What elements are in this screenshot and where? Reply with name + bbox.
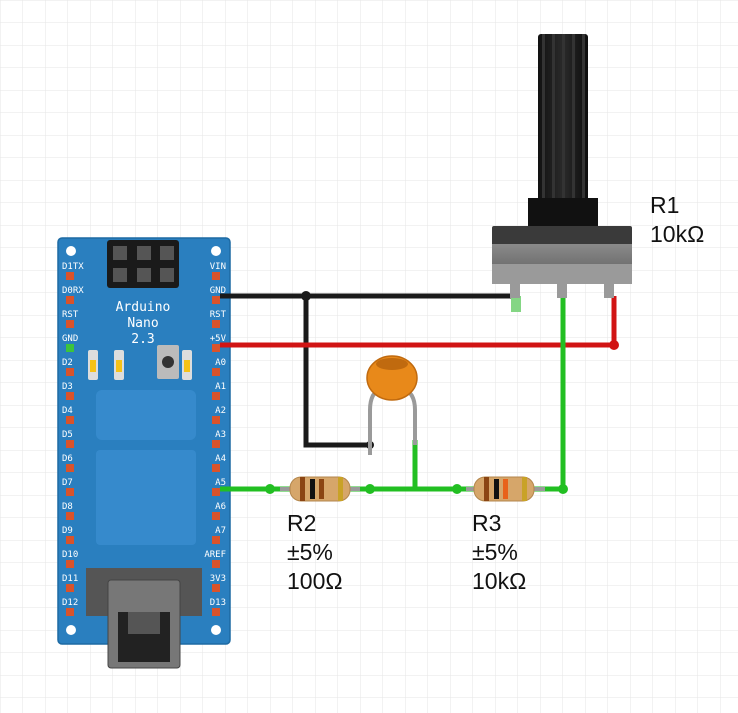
pin-pad-right-a4 — [212, 464, 220, 472]
r1-value-label: 10kΩ — [650, 221, 704, 247]
pin-pad-left-d7 — [66, 488, 74, 496]
pin-pad-right-5v — [212, 344, 220, 352]
pin-label-left-d3: D3 — [62, 382, 73, 392]
pin-label-right-rst: RST — [210, 310, 227, 320]
pin-label-right-a0: A0 — [215, 358, 226, 368]
pin-pad-left-d6 — [66, 464, 74, 472]
pin-label-right-aref: AREF — [204, 550, 226, 560]
pin-pad-right-a1 — [212, 392, 220, 400]
pin-label-right-gnd: GND — [210, 286, 226, 296]
r2-tolerance-label: ±5% — [287, 539, 333, 565]
pin-pad-left-d2 — [66, 368, 74, 376]
pin-label-left-d5: D5 — [62, 430, 73, 440]
ceramic-capacitor — [366, 355, 418, 455]
mount-hole — [66, 625, 76, 635]
pin-label-left-gnd: GND — [62, 334, 78, 344]
pin-pad-right-d13 — [212, 608, 220, 616]
pin-pad-right-3v3 — [212, 584, 220, 592]
pin-label-right-a5: A5 — [215, 478, 226, 488]
r3-tolerance-label: ±5% — [472, 539, 518, 565]
pin-pad-right-a3 — [212, 440, 220, 448]
pin-pad-left-d12 — [66, 608, 74, 616]
pin-label-left-rst: RST — [62, 310, 79, 320]
pin-pad-left-d10 — [66, 560, 74, 568]
r3-ref-label: R3 — [472, 510, 501, 536]
pin-label-right-a1: A1 — [215, 382, 226, 392]
board-name-line2: Nano — [127, 316, 158, 331]
pin-pad-left-d0rx — [66, 296, 74, 304]
r1-ref-label: R1 — [650, 192, 679, 218]
r2-ref-label: R2 — [287, 510, 316, 536]
resistor-r2 — [280, 476, 360, 502]
pin-pad-left-d3 — [66, 392, 74, 400]
resistor-r3 — [466, 476, 545, 502]
pin-pad-left-d5 — [66, 440, 74, 448]
pin-pad-right-a5 — [212, 488, 220, 496]
pin-label-left-d7: D7 — [62, 478, 73, 488]
pin-label-left-d4: D4 — [62, 406, 73, 416]
r2-value-label: 100Ω — [287, 568, 343, 594]
pin-pad-left-d11 — [66, 584, 74, 592]
reset-button — [157, 345, 179, 379]
pin-label-right-vin: VIN — [210, 262, 226, 272]
pin-label-left-d6: D6 — [62, 454, 73, 464]
board-version: 2.3 — [131, 332, 154, 347]
pin-pad-right-a0 — [212, 368, 220, 376]
pin-label-right-a3: A3 — [215, 430, 226, 440]
pin-label-right-a4: A4 — [215, 454, 226, 464]
r3-value-label: 10kΩ — [472, 568, 526, 594]
pin-pad-right-rst — [212, 320, 220, 328]
pin-label-right-a6: A6 — [215, 502, 226, 512]
pin-pad-right-a2 — [212, 416, 220, 424]
pin-label-left-d0rx: D0RX — [62, 286, 84, 296]
pin-pad-left-d8 — [66, 512, 74, 520]
pin-pad-right-vin — [212, 272, 220, 280]
pin-pad-right-a7 — [212, 536, 220, 544]
mount-hole — [66, 246, 76, 256]
mount-hole — [211, 625, 221, 635]
pin-label-left-d2: D2 — [62, 358, 73, 368]
pin-label-right-3v3: 3V3 — [210, 574, 226, 584]
pin-label-left-d1tx: D1TX — [62, 262, 84, 272]
pin-pad-left-d4 — [66, 416, 74, 424]
pin-pad-right-gnd — [212, 296, 220, 304]
usb-connector — [86, 568, 202, 669]
pin-label-right-a2: A2 — [215, 406, 226, 416]
pin-label-right-d13: D13 — [210, 598, 226, 608]
pin-label-left-d10: D10 — [62, 550, 78, 560]
pin-pad-right-aref — [212, 560, 220, 568]
pin-label-right-a7: A7 — [215, 526, 226, 536]
pin-label-left-d8: D8 — [62, 502, 73, 512]
mount-hole — [211, 246, 221, 256]
potentiometer-r1 — [492, 34, 632, 298]
pin-label-left-d9: D9 — [62, 526, 73, 536]
pin-label-left-d11: D11 — [62, 574, 78, 584]
pin-pad-right-a6 — [212, 512, 220, 520]
arduino-nano-board: Arduino Nano 2.3 D1TXD0RXRSTGNDD2D3D4D5D… — [57, 237, 231, 669]
pin-pad-left-gnd — [66, 344, 74, 352]
icsp-header — [107, 240, 179, 288]
pin-pad-left-d9 — [66, 536, 74, 544]
board-name-line1: Arduino — [116, 300, 171, 315]
pin-label-right-5v: +5V — [210, 334, 227, 344]
chip-area — [96, 450, 196, 545]
pin-label-left-d12: D12 — [62, 598, 78, 608]
pin-pad-left-d1tx — [66, 272, 74, 280]
pin-pad-left-rst — [66, 320, 74, 328]
